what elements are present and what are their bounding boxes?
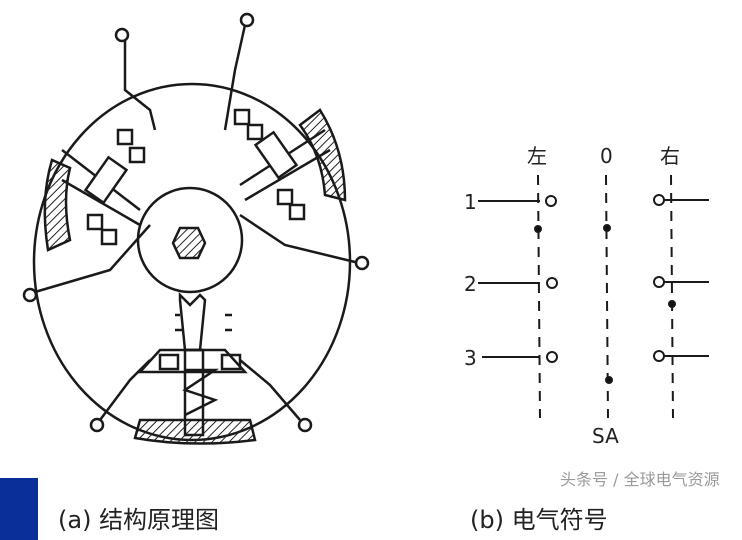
closed-dot <box>603 224 611 232</box>
caption-b: (b) 电气符号 <box>470 506 608 534</box>
contact-1: 1 <box>464 190 477 214</box>
accent-bar <box>0 478 38 540</box>
label-left: 左 <box>527 144 547 168</box>
hex-shaft <box>171 226 207 260</box>
label-right: 右 <box>660 144 680 168</box>
contact-2: 2 <box>464 272 477 296</box>
left-position-line <box>537 174 541 419</box>
right-position-line <box>670 174 674 419</box>
hatched-left <box>43 158 72 252</box>
label-zero: 0 <box>600 144 613 168</box>
closed-dot <box>534 225 542 233</box>
hatched-bottom <box>133 418 257 445</box>
watermark: 头条号 / 全球电气资源 <box>560 470 720 489</box>
caption-a: (a) 结构原理图 <box>58 506 220 534</box>
closed-dot <box>668 300 676 308</box>
structure-drawing <box>22 12 370 445</box>
electrical-symbol <box>478 174 709 419</box>
contact-3: 3 <box>464 346 477 370</box>
closed-dot <box>605 376 613 384</box>
designation: SA <box>592 424 619 448</box>
